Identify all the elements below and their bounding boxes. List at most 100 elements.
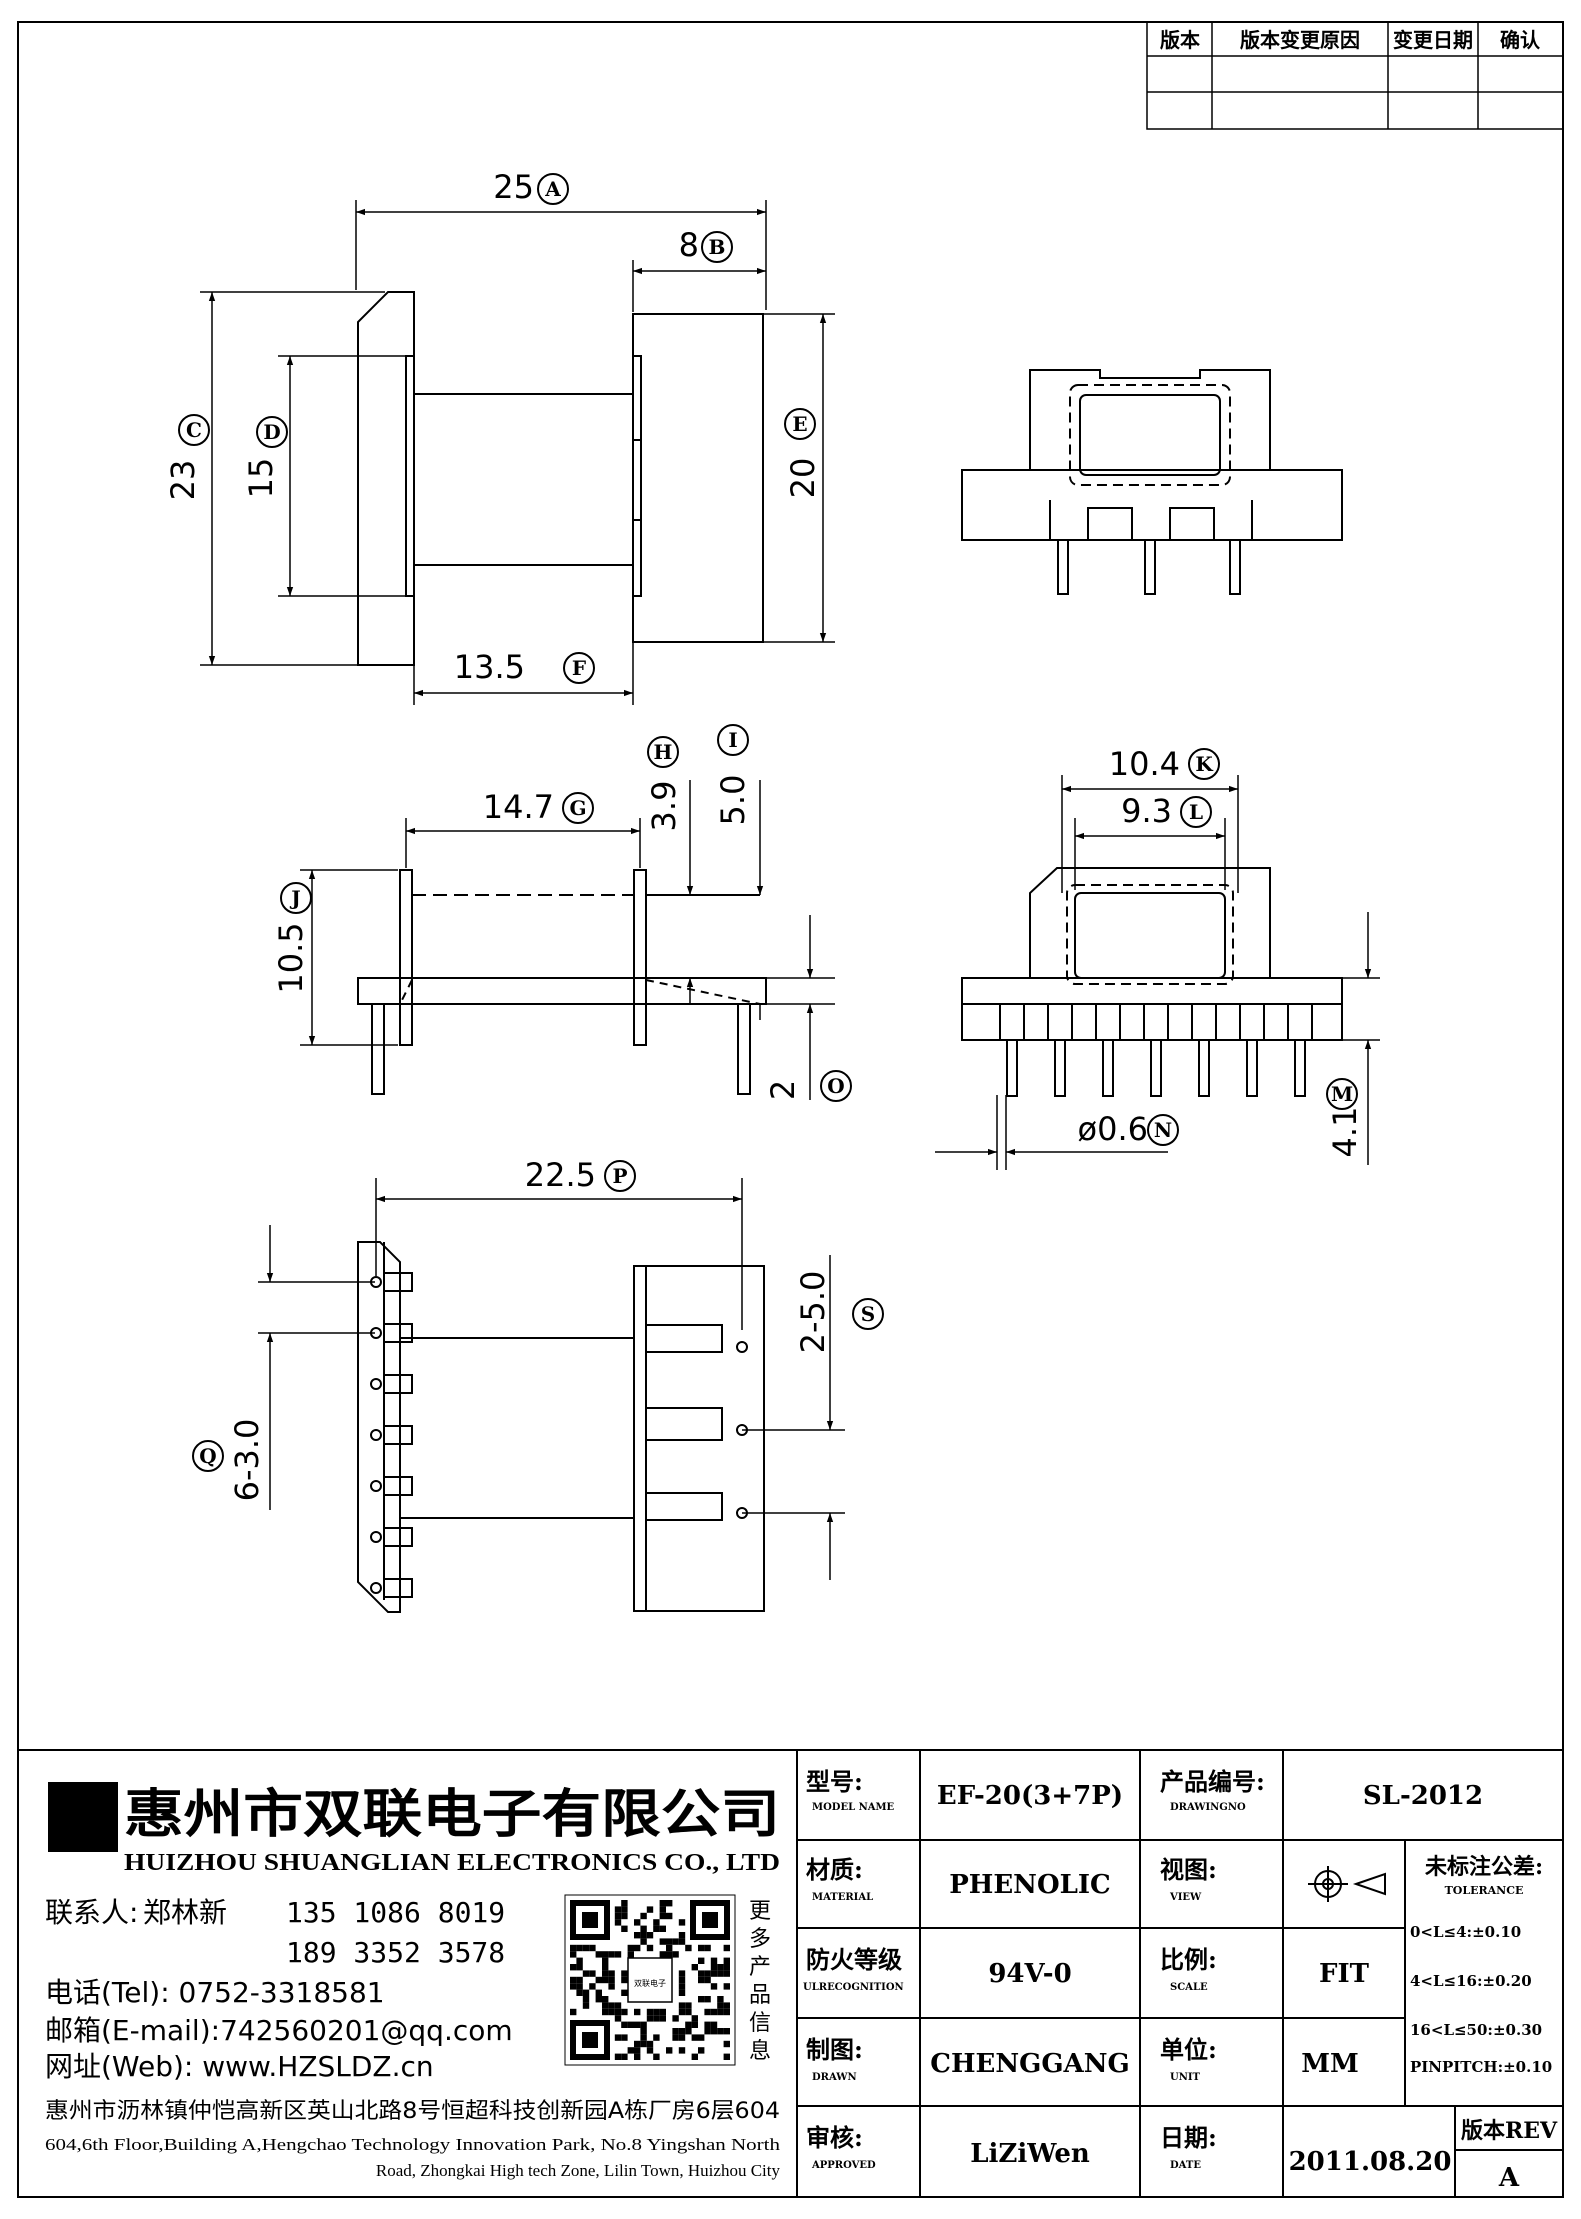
date-label: 日期:	[1160, 2123, 1217, 2152]
dimension-letter-circles: A B C D E F G H I J K L M N O P Q S	[178, 173, 1358, 1472]
fire-rating-label-en: ULRECOGNITION	[803, 1982, 904, 1993]
front-view-dimensions	[200, 200, 835, 705]
pin	[1198, 1039, 1210, 1097]
contact-name: 郑林新	[143, 1896, 227, 1929]
fire-rating-value: 94V-0	[988, 1959, 1071, 1989]
dim-C-value: 23	[164, 460, 202, 501]
dim-F-value: 13.5	[454, 648, 525, 686]
end-view-lower-pins	[999, 1004, 1313, 1097]
pin-slot	[1287, 1004, 1313, 1040]
unit-label: 单位:	[1160, 2035, 1217, 2064]
pin-slot	[1095, 1004, 1121, 1040]
pin	[1054, 1039, 1066, 1097]
pin-slot	[1191, 1004, 1217, 1040]
dim-A-value: 25	[493, 168, 534, 206]
qr-caption-6: 息	[749, 2039, 771, 2064]
fire-rating-label: 防火等级	[806, 1945, 902, 1974]
rev-header-date: 变更日期	[1393, 28, 1473, 52]
revision-label: 版本REV	[1461, 2118, 1558, 2144]
pin-hole	[370, 1378, 382, 1390]
side-view	[357, 869, 767, 1095]
dim-E-value: 20	[784, 458, 822, 499]
dim-N-value: ø0.6	[1078, 1110, 1148, 1148]
dim-H-letter: H	[654, 740, 673, 764]
pin-pad	[384, 1578, 413, 1598]
material-value: PHENOLIC	[949, 1870, 1110, 1900]
view-label-en: VIEW	[1169, 1892, 1202, 1903]
scale-value: FIT	[1319, 1959, 1370, 1989]
sheet-border	[17, 21, 1564, 2198]
bottom-view-dimensions	[258, 1178, 845, 1580]
end-view-lower-dimensions	[935, 775, 1380, 1170]
tolerance-row-2: 4<L≤16:±0.20	[1410, 1972, 1532, 1990]
address-en-line-2: Road, Zhongkai High tech Zone, Lilin Tow…	[376, 2161, 781, 2180]
view-label: 视图:	[1160, 1855, 1217, 1884]
contact-email: 邮箱(E-mail):742560201@qq.com	[45, 2014, 513, 2047]
drawn-label: 制图:	[806, 2035, 863, 2064]
pin	[1006, 1039, 1018, 1097]
dim-N-letter: N	[1154, 1118, 1172, 1142]
tolerance-title-en: TOLERANCE	[1445, 1884, 1524, 1897]
dim-D-letter: D	[263, 420, 280, 444]
tolerance-title: 未标注公差:	[1425, 1854, 1543, 1880]
pin-slot	[1047, 1004, 1073, 1040]
date-label-en: DATE	[1170, 2160, 1201, 2171]
dim-K-letter: K	[1195, 752, 1213, 776]
bottom-view	[357, 1241, 765, 1613]
pin-slot	[1143, 1004, 1169, 1040]
pin	[1150, 1039, 1162, 1097]
rev-header-confirm: 确认	[1500, 28, 1541, 52]
dim-E-letter: E	[792, 412, 807, 436]
pin-pad	[384, 1476, 413, 1496]
dim-L-letter: L	[1189, 800, 1203, 824]
rev-header-version: 版本	[1160, 28, 1200, 52]
dim-D-value: 15	[242, 458, 280, 499]
svg-text:S: S	[63, 1788, 103, 1854]
approved-label-en: APPROVED	[811, 2160, 876, 2171]
unit-value: MM	[1301, 2049, 1359, 2079]
revision-table	[1146, 21, 1564, 130]
dim-S-value: 2-5.0	[794, 1271, 832, 1354]
qr-caption-1: 更	[749, 1899, 771, 1924]
dim-S-letter: S	[861, 1302, 875, 1326]
company-name-cn: 惠州市双联电子有限公司	[124, 1784, 780, 1845]
qr-caption-3: 产	[749, 1955, 771, 1980]
approved-value: LiZiWen	[970, 2139, 1090, 2169]
qr-caption-4: 品	[749, 1983, 771, 2008]
pin-pad	[384, 1374, 413, 1394]
pin	[1246, 1039, 1258, 1097]
pin-pad	[384, 1323, 413, 1343]
dim-G-value: 14.7	[483, 788, 554, 826]
dim-M-letter: M	[1331, 1082, 1353, 1106]
dim-P-letter: P	[612, 1164, 627, 1188]
end-view-lower	[961, 867, 1343, 1041]
drawn-label-en: DRAWN	[812, 2072, 857, 2083]
scale-label-en: SCALE	[1170, 1982, 1208, 1993]
material-label-en: MATERIAL	[812, 1892, 873, 1903]
pin-slot	[1239, 1004, 1265, 1040]
revision-value: A	[1498, 2163, 1520, 2193]
contact-phone-2: 189 3352 3578	[286, 1936, 505, 1969]
contact-tel: 电话(Tel): 0752-3318581	[45, 1976, 385, 2009]
dim-P-value: 22.5	[525, 1156, 596, 1194]
dim-O-letter: O	[827, 1074, 844, 1098]
title-grid	[796, 1750, 1563, 2197]
dim-F-letter: F	[572, 656, 586, 680]
address-en-line-1: 604,6th Floor,Building A,Hengchao Techno…	[45, 2135, 781, 2154]
tolerance-row-1: 0<L≤4:±0.10	[1410, 1923, 1521, 1941]
pin-pad	[384, 1527, 413, 1547]
pin-hole	[370, 1429, 382, 1441]
address-cn: 惠州市沥林镇仲恺高新区英山北路8号恒超科技创新园A栋厂房6层604	[45, 2099, 780, 2124]
model-label-en: MODEL NAME	[812, 1802, 895, 1813]
pin	[1294, 1039, 1306, 1097]
drawing-no-label: 产品编号:	[1160, 1767, 1265, 1796]
date-value: 2011.08.20	[1289, 2147, 1452, 2177]
pin-hole	[370, 1582, 382, 1594]
svg-text:L: L	[74, 1803, 92, 1833]
dim-Q-letter: Q	[199, 1444, 216, 1468]
pin-hole	[370, 1531, 382, 1543]
qr-caption-5: 信	[749, 2011, 771, 2036]
dim-J-letter: J	[289, 886, 300, 910]
model-label: 型号:	[806, 1767, 863, 1796]
